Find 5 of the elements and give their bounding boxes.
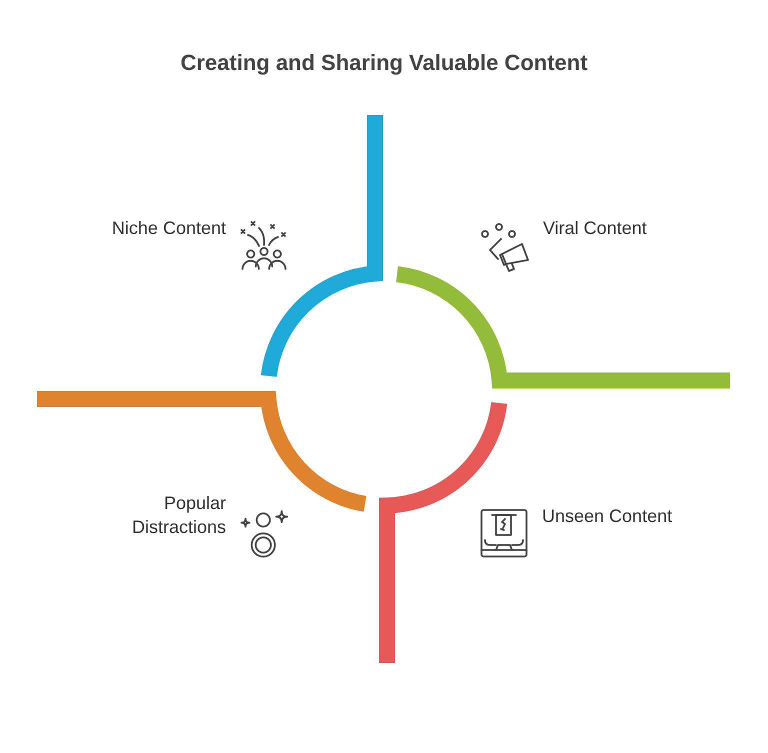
item-label: Popular Distractions xyxy=(130,492,226,539)
item-label: Niche Content xyxy=(112,217,226,240)
item-label: Viral Content xyxy=(543,217,647,240)
item-label: Unseen Content xyxy=(542,505,672,528)
diagram-title: Creating and Sharing Valuable Content xyxy=(179,50,589,76)
